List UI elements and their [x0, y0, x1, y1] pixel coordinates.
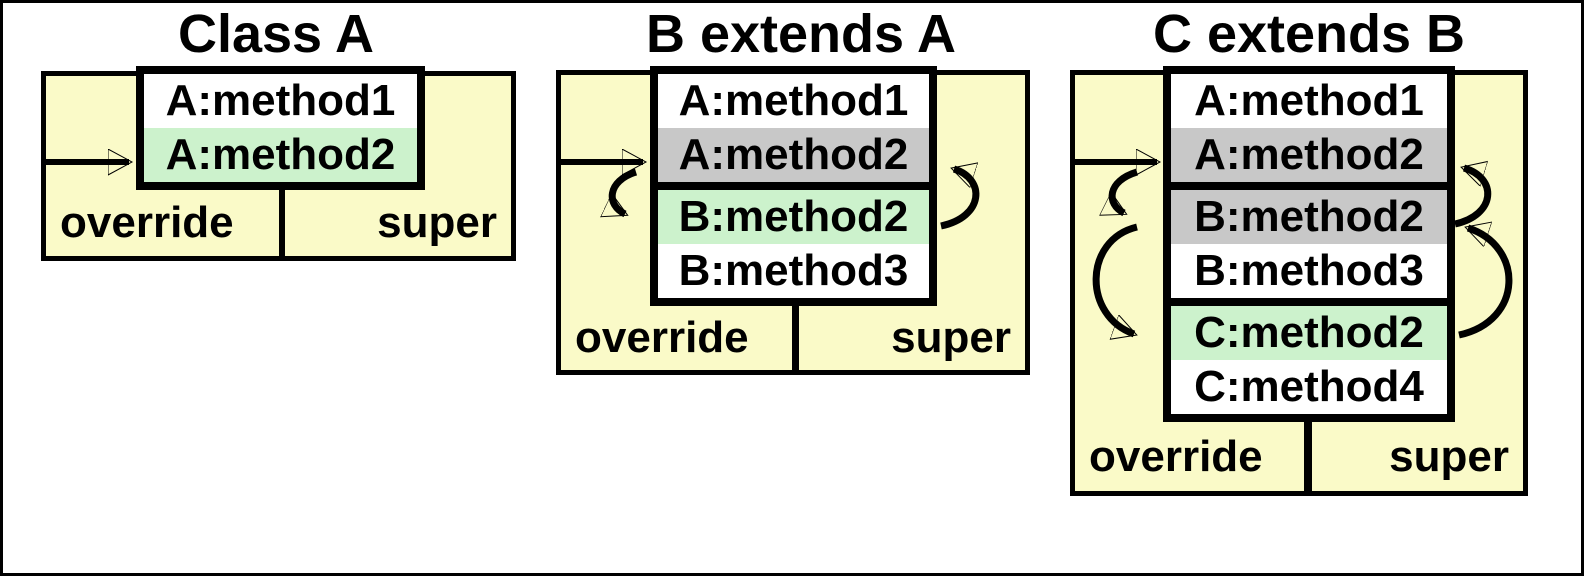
- override-super-divider: [792, 306, 799, 375]
- method-row: A:method1: [144, 74, 417, 128]
- override-label: override: [1089, 431, 1263, 481]
- method-table: A:method1 A:method2 B:method2 B:method3 …: [1163, 66, 1455, 422]
- panel-title: C extends B: [1152, 4, 1466, 64]
- panel-b-extends-a: B extends A A:method1 A:method2 B:method…: [3, 3, 1581, 573]
- method-row: C:method2: [1171, 306, 1447, 360]
- method-row: B:method2: [658, 190, 929, 244]
- method-row: A:method1: [658, 74, 929, 128]
- super-label: super: [891, 313, 1011, 362]
- method-row: A:method1: [1171, 74, 1447, 128]
- super-label: super: [1389, 431, 1509, 481]
- class-group-divider: [658, 182, 929, 190]
- panel-c-extends-b: C extends B A:method1 A:method2 B:method…: [3, 3, 1581, 573]
- panel-title: B extends A: [645, 4, 957, 64]
- class-group-divider: [1171, 182, 1447, 190]
- override-label: override: [575, 313, 749, 362]
- panel-class-a: Class A A:method1 A:method2 override sup…: [3, 3, 1581, 573]
- method-table: A:method1 A:method2 B:method2 B:method3: [650, 66, 937, 306]
- method-row: A:method2: [1171, 128, 1447, 182]
- panel-title: Class A: [177, 4, 375, 64]
- method-row: A:method2: [144, 128, 417, 182]
- override-super-divider: [1304, 422, 1312, 496]
- super-label: super: [377, 197, 497, 247]
- method-row: A:method2: [658, 128, 929, 182]
- method-row: C:method4: [1171, 360, 1447, 414]
- class-group-divider: [1171, 298, 1447, 306]
- override-label: override: [60, 197, 234, 247]
- method-table: A:method1 A:method2: [136, 66, 425, 190]
- method-row: B:method3: [1171, 244, 1447, 298]
- override-super-divider: [279, 190, 285, 260]
- method-row: B:method3: [658, 244, 929, 298]
- method-row: B:method2: [1171, 190, 1447, 244]
